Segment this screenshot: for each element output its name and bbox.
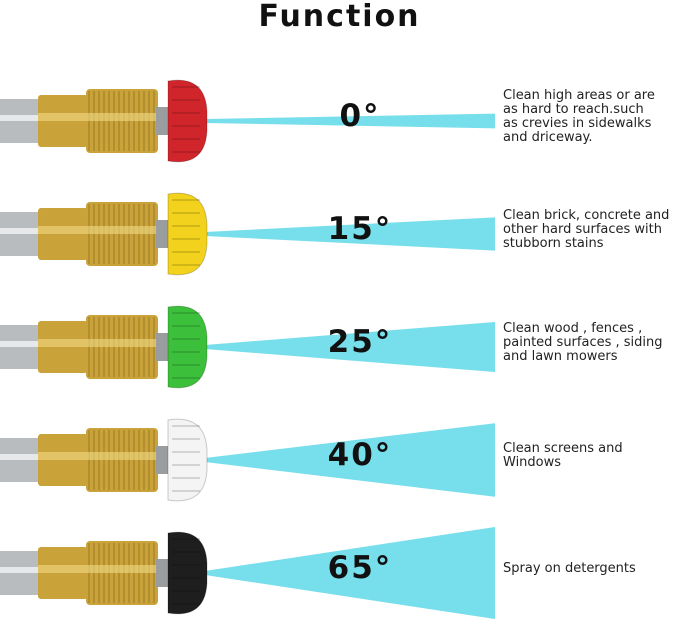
nozzle-row: 0° Clean high areas or are as hard to rea… xyxy=(0,74,679,186)
nozzle-illustration xyxy=(0,527,495,619)
spray-cone xyxy=(205,527,495,619)
nozzle-row: 40° Clean screens and Windows xyxy=(0,413,679,525)
nozzle-description: Clean high areas or are as hard to reach… xyxy=(503,88,655,145)
spray-cone xyxy=(205,322,495,372)
spray-cone xyxy=(205,217,495,251)
spray-angle-label: 65° xyxy=(327,550,393,586)
spray-cone xyxy=(205,423,495,497)
page-title: Function xyxy=(258,0,421,34)
nozzle-tip xyxy=(167,305,208,389)
nozzle-illustration xyxy=(0,79,495,163)
spray-cone xyxy=(205,113,495,129)
nozzle-illustration xyxy=(0,192,495,276)
nozzle-description: Spray on detergents xyxy=(503,561,636,576)
nozzle-description: Clean brick, concrete and other hard sur… xyxy=(503,208,670,251)
nozzle-tip xyxy=(167,418,208,502)
nozzle-illustration xyxy=(0,305,495,389)
nozzle-tip xyxy=(167,79,208,163)
nozzle-tip xyxy=(167,192,208,276)
nozzle-illustration xyxy=(0,418,495,502)
nozzle-row: 25° Clean wood , fences , painted surface… xyxy=(0,300,679,412)
nozzle-description: Clean wood , fences , painted surfaces ,… xyxy=(503,321,663,364)
spray-angle-label: 40° xyxy=(327,437,393,473)
spray-angle-label: 0° xyxy=(339,98,381,134)
nozzle-description: Clean screens and Windows xyxy=(503,441,623,470)
nozzle-tip xyxy=(167,531,208,615)
nozzle-row: 15° Clean brick, concrete and other hard … xyxy=(0,187,679,299)
spray-angle-label: 25° xyxy=(327,324,393,360)
nozzle-row: 65° Spray on detergents xyxy=(0,526,679,638)
spray-angle-label: 15° xyxy=(327,211,393,247)
